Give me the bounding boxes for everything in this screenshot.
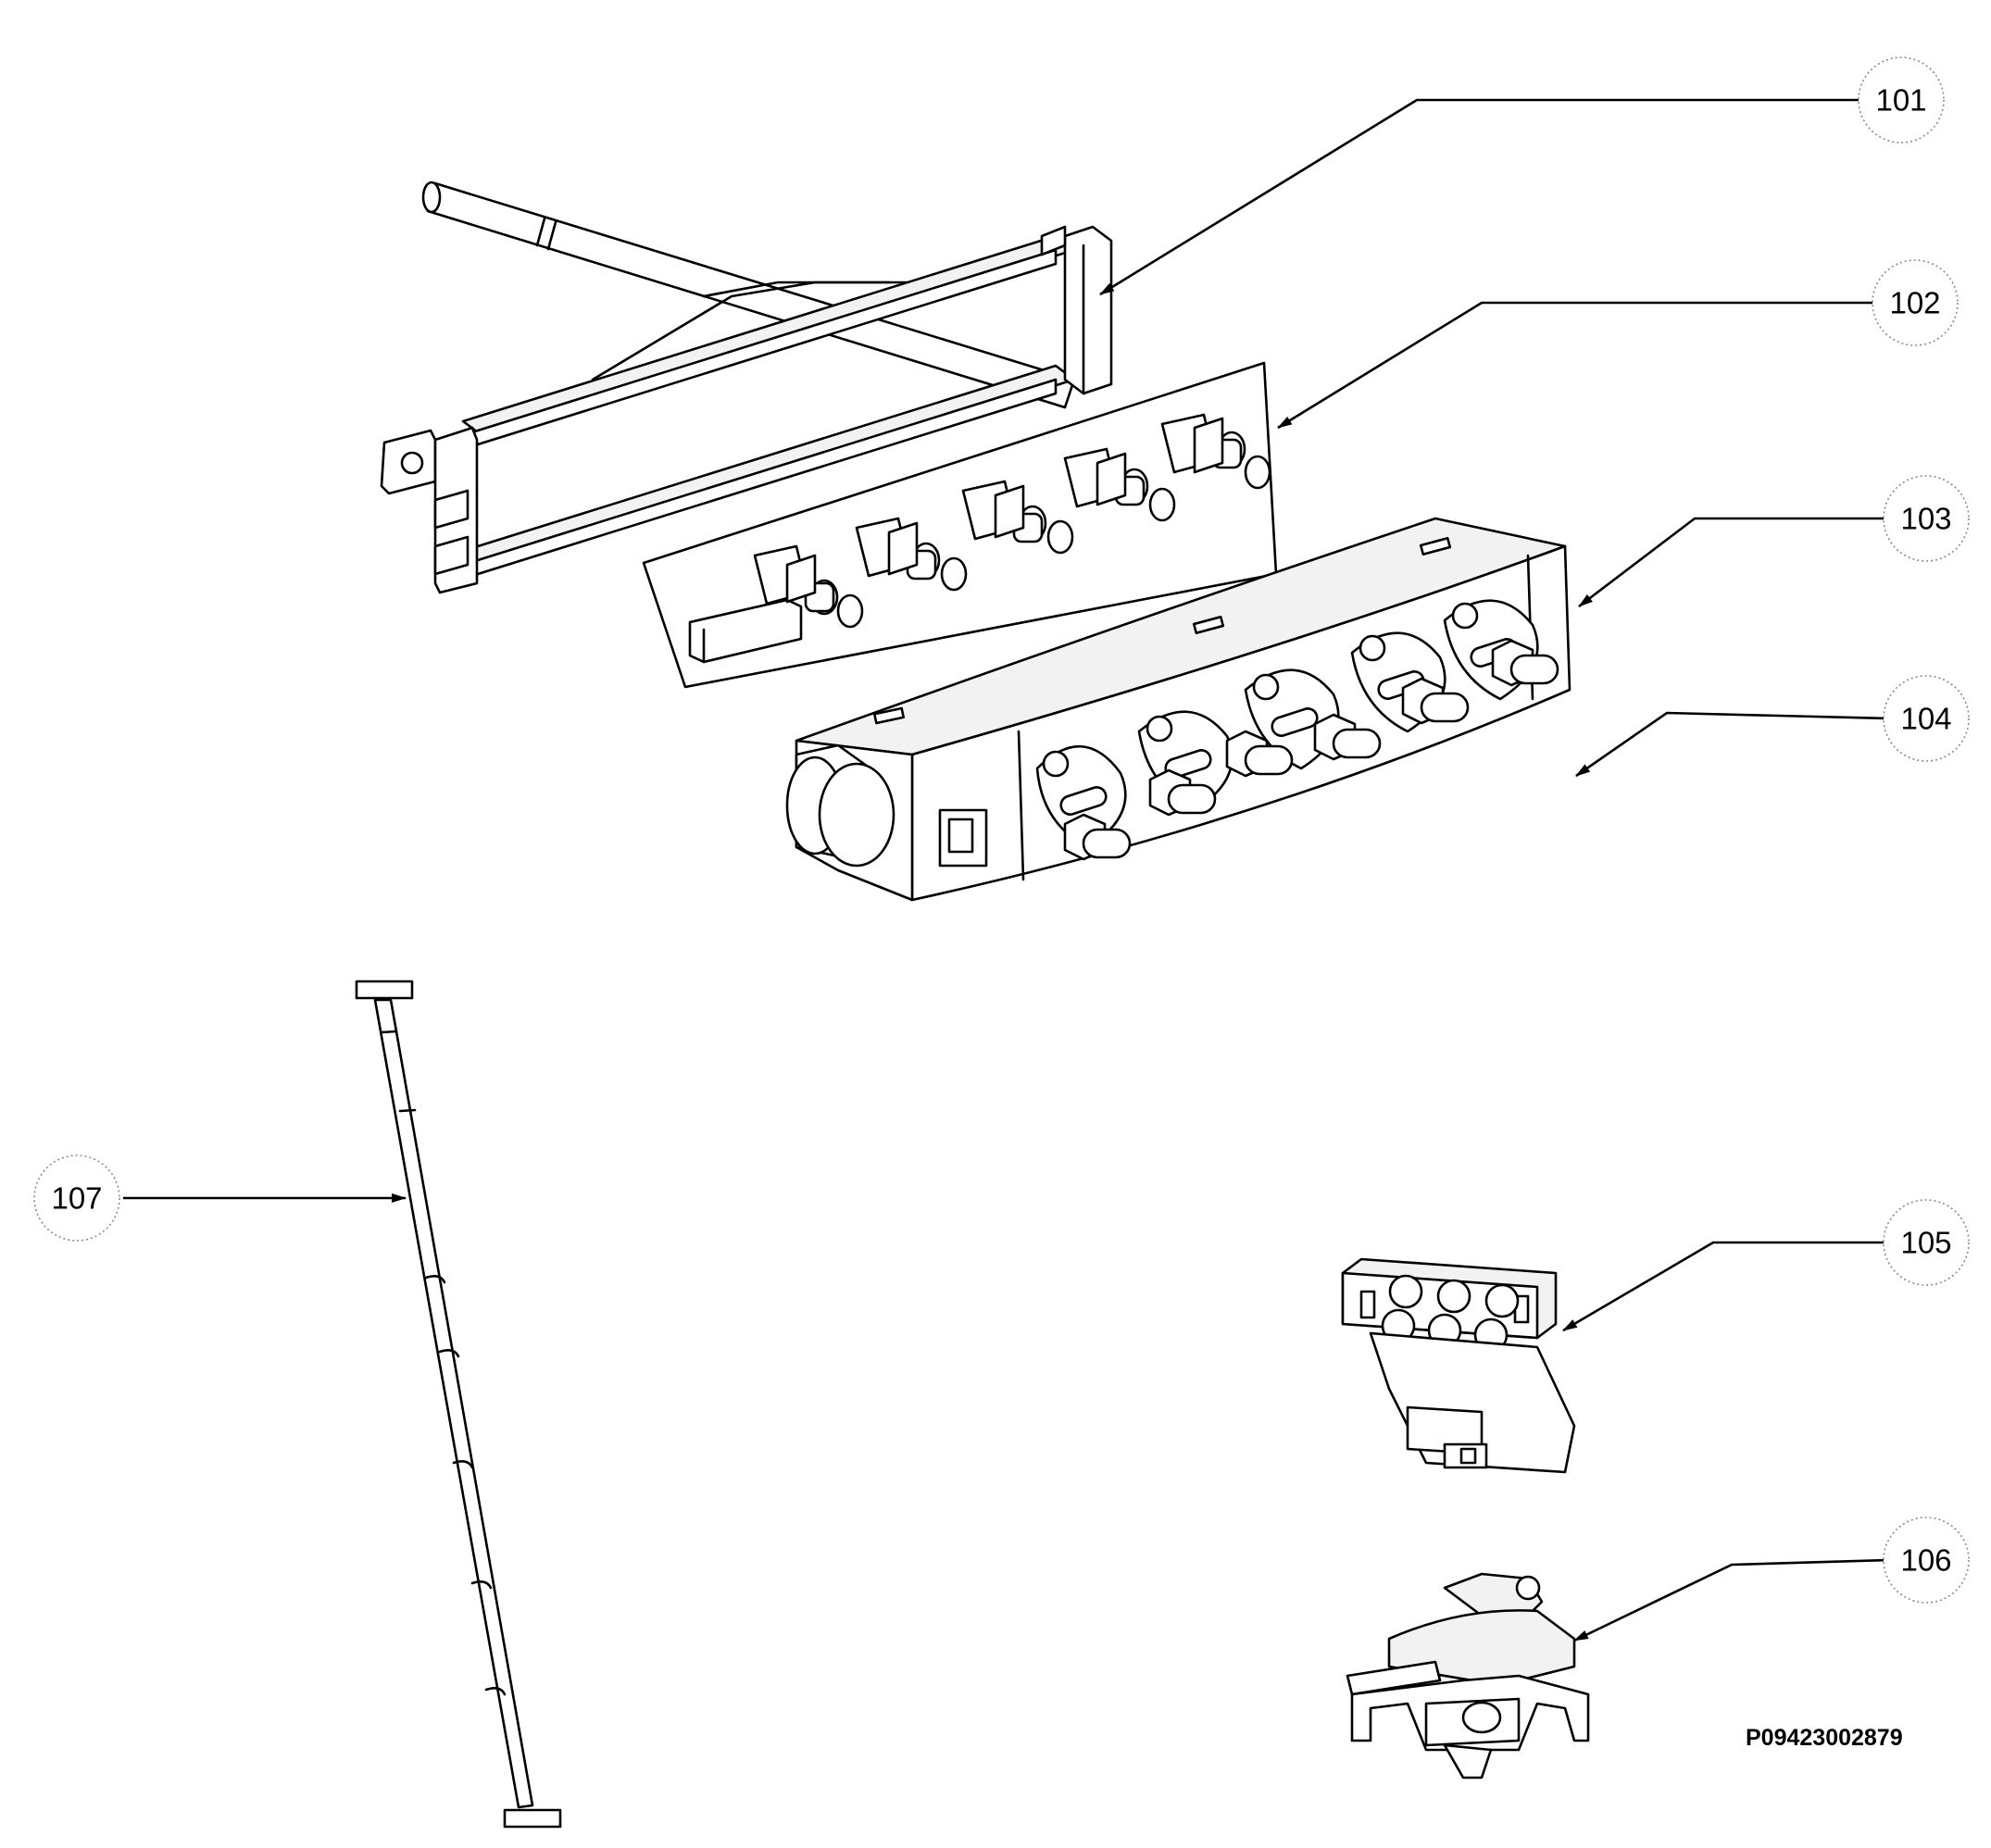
part-107-shaft (355, 980, 562, 1829)
document-code: P09423002879 (1746, 1725, 1903, 1751)
part-103-housing (785, 517, 1572, 902)
callout-107: 107 (33, 1155, 120, 1242)
callout-101-label: 101 (1875, 83, 1926, 118)
callout-103: 103 (1883, 475, 1970, 562)
part-104-push-buttons (1063, 639, 1559, 861)
leader-lines (123, 98, 1890, 1642)
leader-105 (1562, 1241, 1889, 1332)
callout-105-label: 105 (1900, 1226, 1951, 1260)
part-102-circuit-board (642, 361, 1278, 689)
callout-106-label: 106 (1900, 1543, 1951, 1578)
callout-106: 106 (1883, 1517, 1970, 1604)
leader-103 (1578, 517, 1889, 608)
leader-104 (1575, 711, 1890, 778)
callout-102: 102 (1872, 259, 1959, 346)
leader-106 (1573, 1558, 1890, 1642)
callout-103-label: 103 (1900, 502, 1951, 536)
part-105-connector (1341, 1257, 1576, 1474)
callout-104: 104 (1883, 675, 1970, 762)
leader-101 (1099, 98, 1867, 296)
callout-104-label: 104 (1900, 702, 1951, 736)
part-106-clip (1346, 1572, 1590, 1779)
part-101-frame (380, 181, 1113, 594)
callout-105: 105 (1883, 1199, 1970, 1286)
leader-102 (1277, 301, 1882, 430)
callout-101: 101 (1858, 56, 1945, 144)
callout-107-label: 107 (51, 1181, 102, 1216)
callout-102-label: 102 (1889, 286, 1940, 320)
